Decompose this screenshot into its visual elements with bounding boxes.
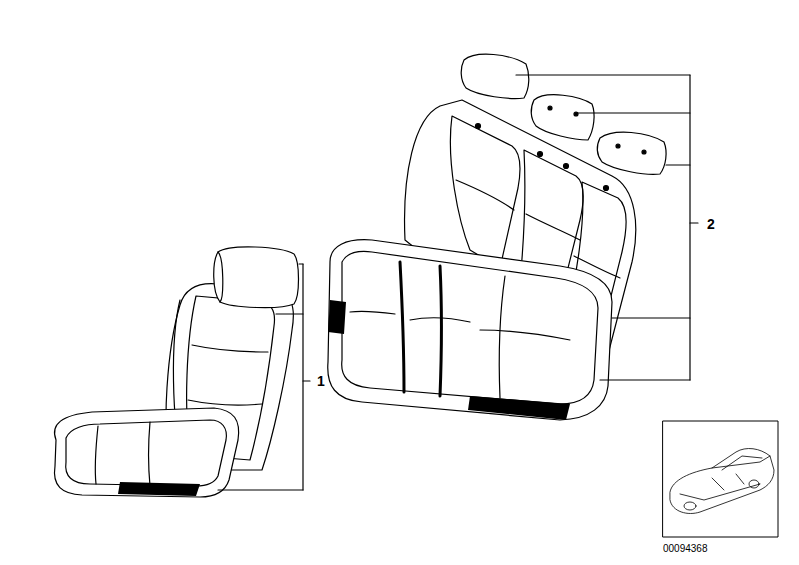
callout-number: 2	[707, 217, 715, 231]
image-id: 00094368	[663, 544, 708, 554]
callout-number: 1	[317, 374, 325, 388]
